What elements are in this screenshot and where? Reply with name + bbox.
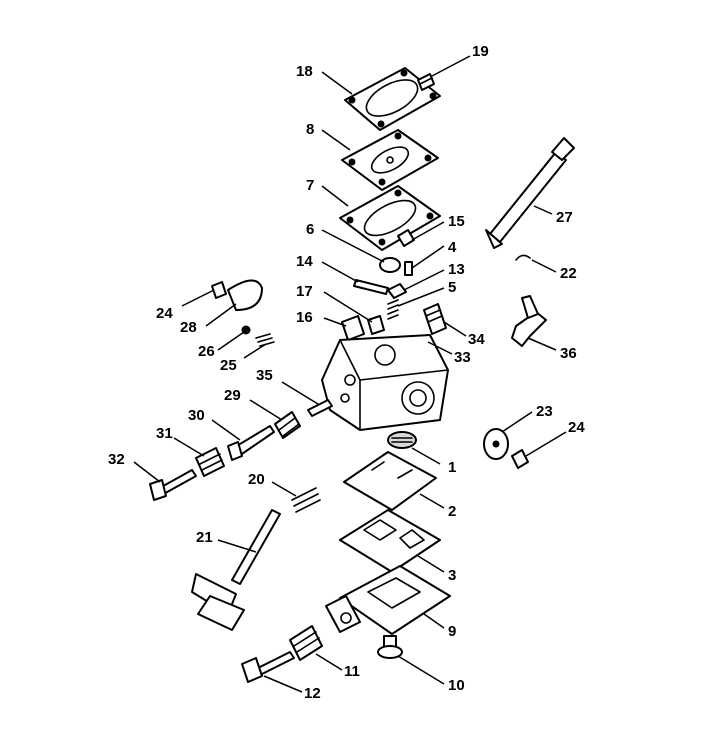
part-6-disc [379,257,401,273]
part-4-inlet-needle [404,261,413,276]
part-27-choke-shaft [485,137,575,249]
callout-36: 36 [560,345,577,362]
callout-7: 7 [306,177,314,194]
part-19-screw [417,73,435,91]
callout-29: 29 [224,387,241,404]
part-14-pin [353,279,389,295]
callout-31: 31 [156,425,173,442]
callout-25: 25 [220,357,237,374]
part-8-pump-diaphragm [341,129,439,191]
callout-12: 12 [304,685,321,702]
callout-13: 13 [448,261,465,278]
part-16-plug [341,315,365,341]
part-15-screw [397,229,415,247]
callout-16: 16 [296,309,313,326]
part-34-fitting [423,303,447,335]
part-20-spring [291,487,321,513]
part-11-spring [289,625,323,661]
part-13-inlet-lever [387,283,407,299]
part-35-pin [307,399,333,417]
callout-28: 28 [180,319,197,336]
part-31-spring [195,447,225,477]
part-24-screw-left [211,281,227,299]
callout-20: 20 [248,471,265,488]
callout-10: 10 [448,677,465,694]
part-30-adjusting-screw [227,425,275,461]
callout-33: 33 [454,349,471,366]
callout-35: 35 [256,367,273,384]
callout-32: 32 [108,451,125,468]
callout-labels: 18 19 8 7 27 6 15 4 14 13 22 17 5 24 28 … [108,43,585,702]
part-29-spring [274,411,301,439]
part-36-elbow-fitting [511,295,547,347]
part-9-metering-cover [325,565,451,635]
callout-3: 3 [448,567,456,584]
part-22-clip [515,254,531,261]
part-21-throttle-shaft [191,509,281,631]
carburetor-body [321,334,449,431]
callout-15: 15 [448,213,465,230]
part-24-screw-right [511,449,529,469]
callout-22: 22 [560,265,577,282]
callout-11: 11 [344,663,360,680]
part-23-washer [483,428,509,460]
callout-19: 19 [472,43,489,60]
callout-14: 14 [296,253,313,270]
callout-4: 4 [448,239,457,256]
part-3-metering-diaphragm [339,509,441,573]
callout-21: 21 [196,529,213,546]
callout-34: 34 [468,331,485,348]
callout-6: 6 [306,221,314,238]
part-17-cap [367,315,385,335]
part-12-adjusting-screw [241,651,295,683]
callout-1: 1 [448,459,456,476]
callout-26: 26 [198,343,215,360]
callout-9: 9 [448,623,456,640]
part-1-strainer [387,431,417,449]
part-18-pump-cover [344,67,441,131]
callout-17: 17 [296,283,313,300]
callout-18: 18 [296,63,313,80]
callout-24-right: 24 [568,419,585,436]
leader-lines [133,55,567,693]
callout-5: 5 [448,279,456,296]
part-32-adjusting-screw [149,469,197,501]
callout-2: 2 [448,503,456,520]
callout-8: 8 [306,121,314,138]
part-28-choke-shutter [227,279,263,311]
callout-27: 27 [556,209,573,226]
part-2-gasket [343,451,437,511]
callout-30: 30 [188,407,205,424]
part-25-spring [255,333,275,347]
part-5-spring [387,299,399,320]
part-7-gasket [339,185,441,251]
part-10-screw [377,635,403,659]
callout-23: 23 [536,403,553,420]
callout-24-left: 24 [156,305,173,322]
